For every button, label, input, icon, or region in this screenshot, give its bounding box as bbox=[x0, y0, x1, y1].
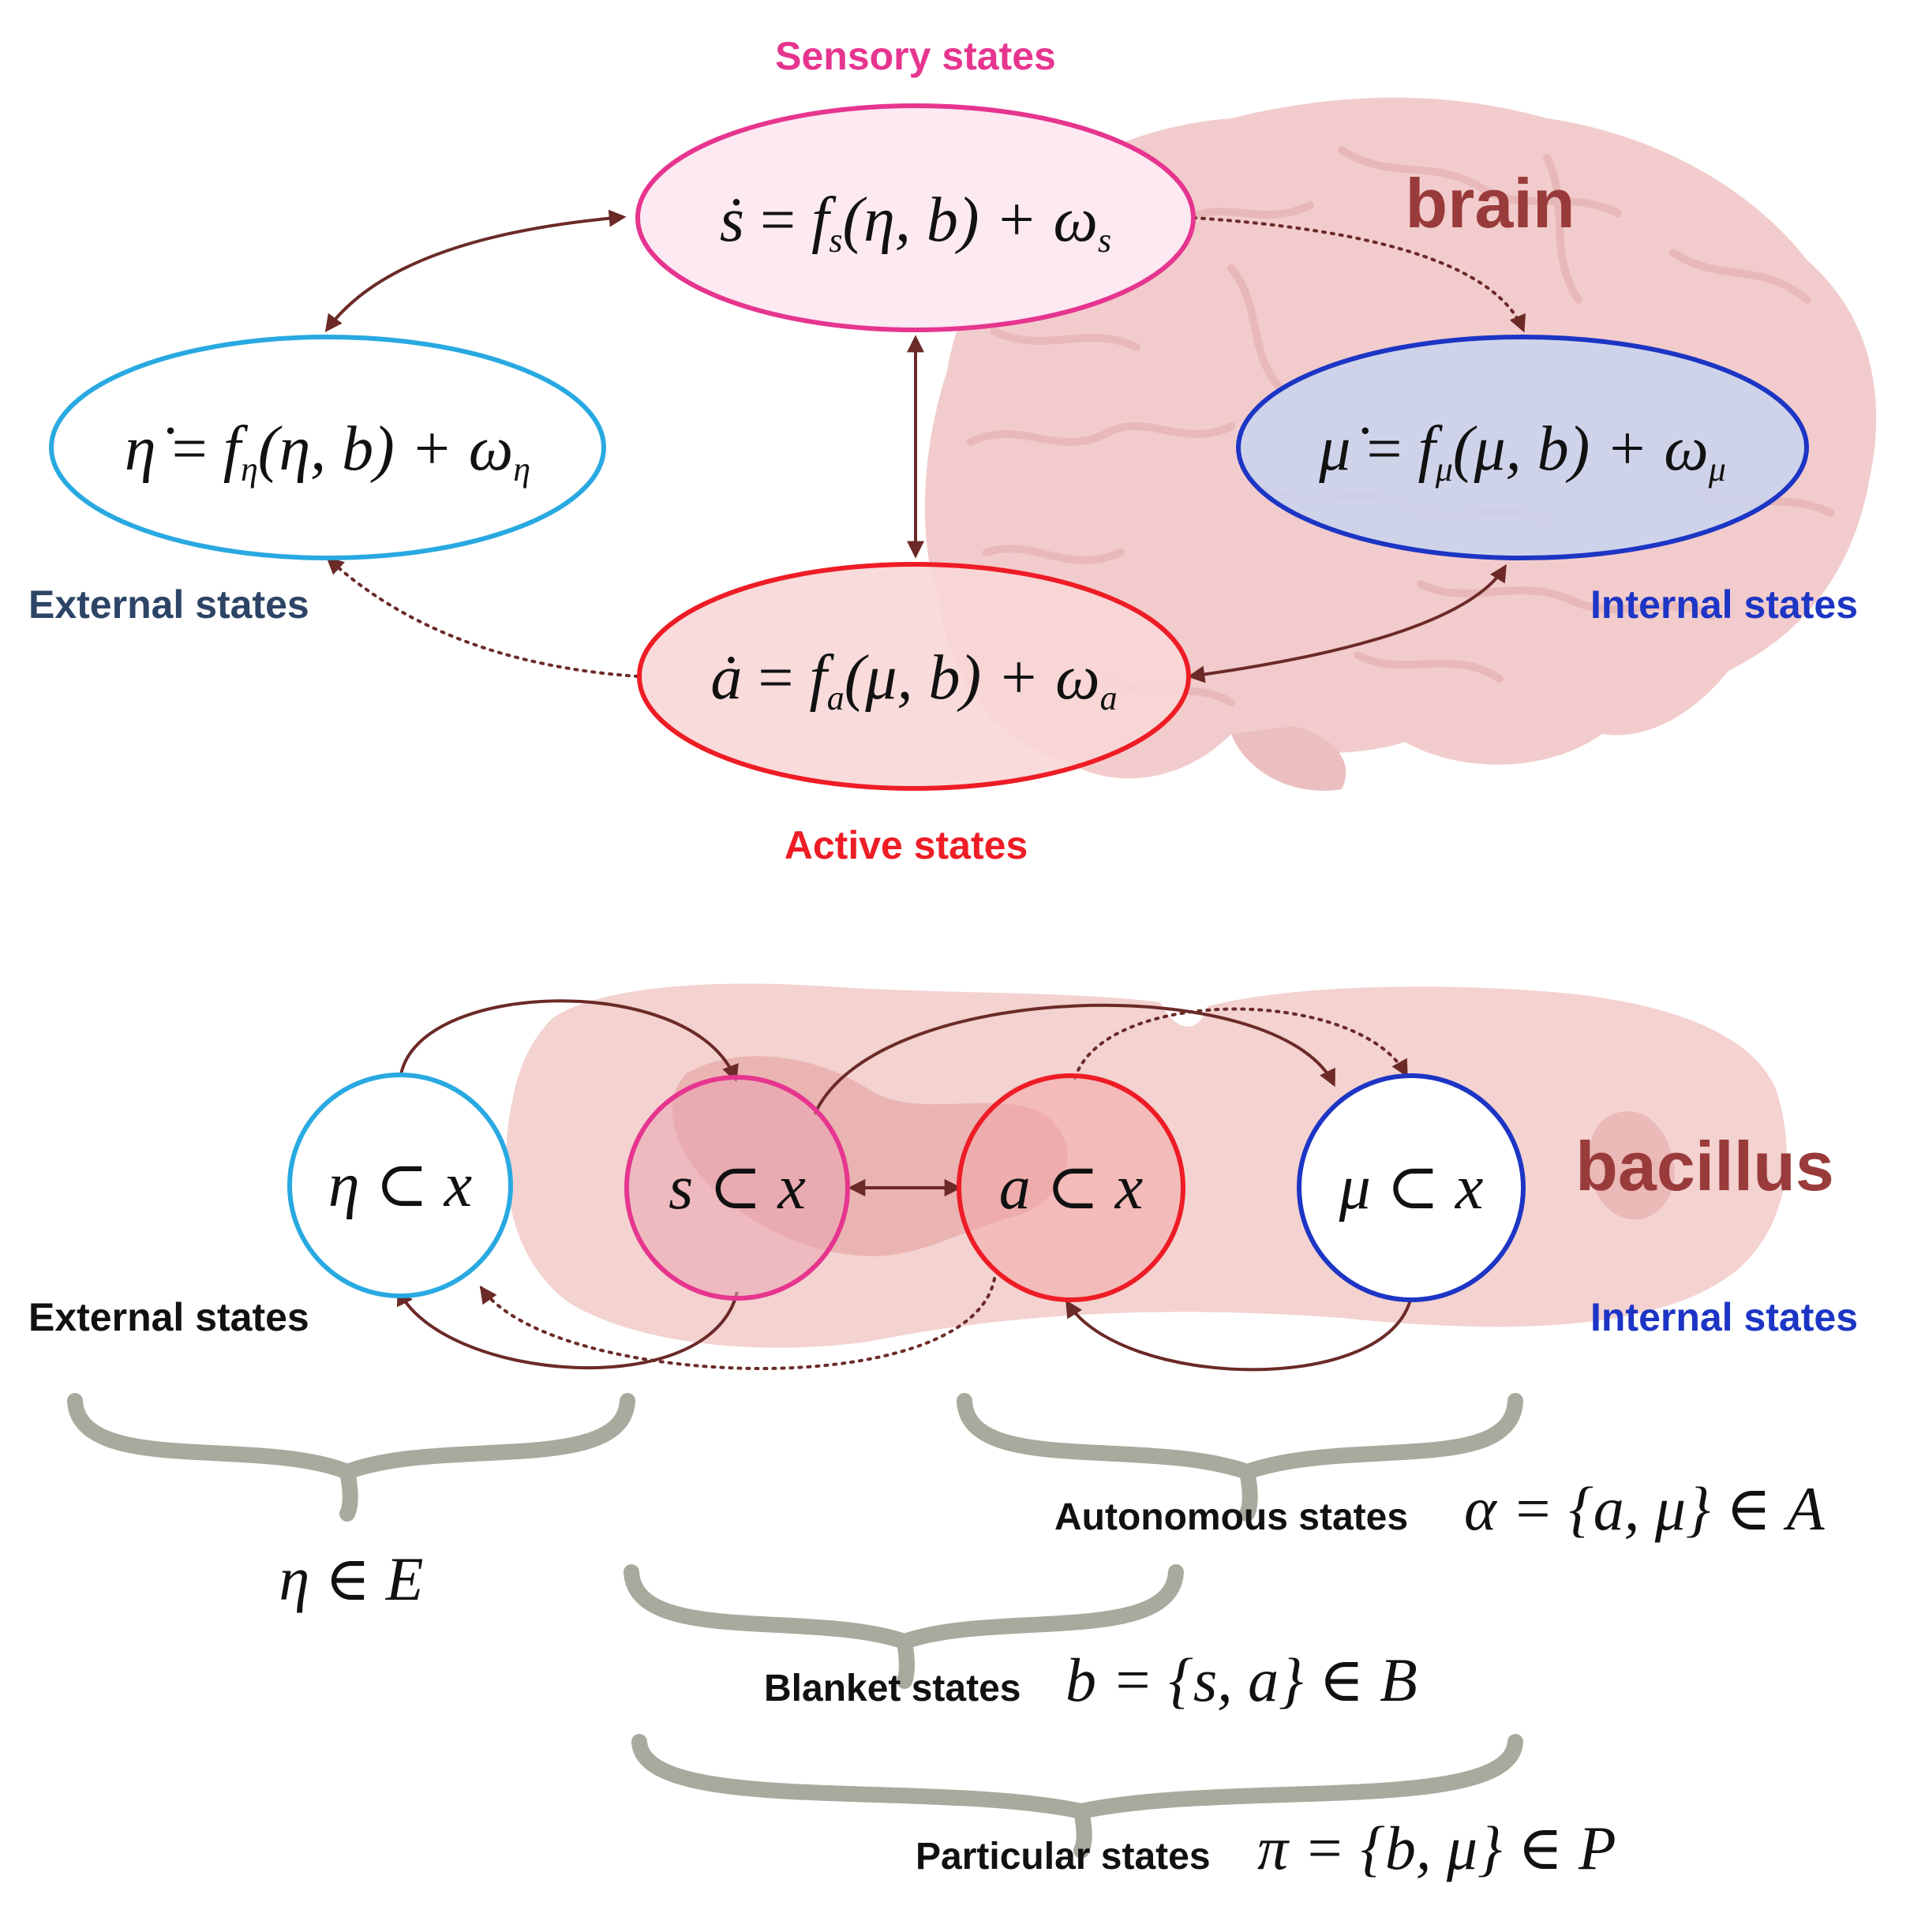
sensory-ellipse bbox=[635, 103, 1196, 332]
sensory-node bbox=[624, 1075, 850, 1301]
sensory-states-title: Sensory states bbox=[775, 34, 1056, 78]
particular-brace bbox=[631, 1734, 1523, 1859]
autonomous-brace bbox=[957, 1393, 1523, 1522]
arrow-internal-to-active bbox=[1065, 1296, 1413, 1372]
particular-states-label: Particular states bbox=[916, 1836, 1211, 1878]
arrow-external-sensory bbox=[324, 209, 627, 332]
arrow-external-to-sensory bbox=[399, 999, 739, 1083]
arrow-sensory-internal-dotted bbox=[1192, 216, 1526, 333]
external-equation: η̇ = fη(η, b) + ωη bbox=[125, 414, 530, 489]
arrow-active-to-external-dotted bbox=[479, 1277, 996, 1370]
sensory-equation: ṡ = fs(η, b) + ωs bbox=[720, 185, 1111, 260]
autonomous-states-label: Autonomous states bbox=[1054, 1496, 1408, 1538]
active-ellipse bbox=[637, 562, 1191, 791]
external-node bbox=[287, 1073, 513, 1298]
arrow-sensory-to-external bbox=[397, 1287, 739, 1370]
external-node-label: η ⊂ x bbox=[328, 1151, 472, 1220]
bacillus-label: bacillus bbox=[1575, 1127, 1834, 1205]
blanket-set: b = {s, a} ∈ B bbox=[1065, 1646, 1418, 1714]
external-set: η ∈ E bbox=[279, 1544, 423, 1613]
external-brace bbox=[67, 1393, 635, 1522]
active-node-label: a ⊂ x bbox=[999, 1153, 1144, 1222]
external-states-label-top: External states bbox=[28, 582, 309, 627]
internal-states-label-top: Internal states bbox=[1590, 582, 1858, 627]
internal-states-label-bottom: Internal states bbox=[1590, 1295, 1858, 1339]
internal-node bbox=[1297, 1073, 1526, 1302]
arrow-active-to-internal-dotted bbox=[1073, 1007, 1408, 1080]
arrow-active-internal bbox=[1187, 564, 1507, 683]
internal-node-label: μ ⊂ x bbox=[1339, 1153, 1484, 1222]
internal-ellipse bbox=[1236, 335, 1809, 560]
active-states-title: Active states bbox=[785, 823, 1028, 867]
active-equation: ȧ = fa(μ, b) + ωa bbox=[710, 643, 1117, 717]
external-ellipse bbox=[49, 335, 606, 560]
top-arrows bbox=[324, 209, 1526, 683]
arrow-active-external-dotted bbox=[326, 556, 639, 678]
internal-equation: μ̇ = fμ(μ, b) + ωμ bbox=[1318, 414, 1726, 489]
bottom-arrows bbox=[397, 999, 1413, 1372]
autonomous-set: α = {a, μ} ∈ A bbox=[1464, 1474, 1825, 1543]
particular-set: π = {b, μ} ∈ P bbox=[1257, 1814, 1616, 1882]
blanket-states-label: Blanket states bbox=[764, 1668, 1021, 1709]
blanket-brace bbox=[624, 1564, 1184, 1689]
active-node bbox=[957, 1073, 1185, 1302]
braces bbox=[67, 1393, 1523, 1859]
brain-label: brain bbox=[1405, 164, 1575, 242]
arrow-sensory-to-internal bbox=[813, 1003, 1335, 1115]
external-states-label-bottom: External states bbox=[28, 1295, 309, 1339]
sensory-node-label: s ⊂ x bbox=[668, 1153, 806, 1222]
